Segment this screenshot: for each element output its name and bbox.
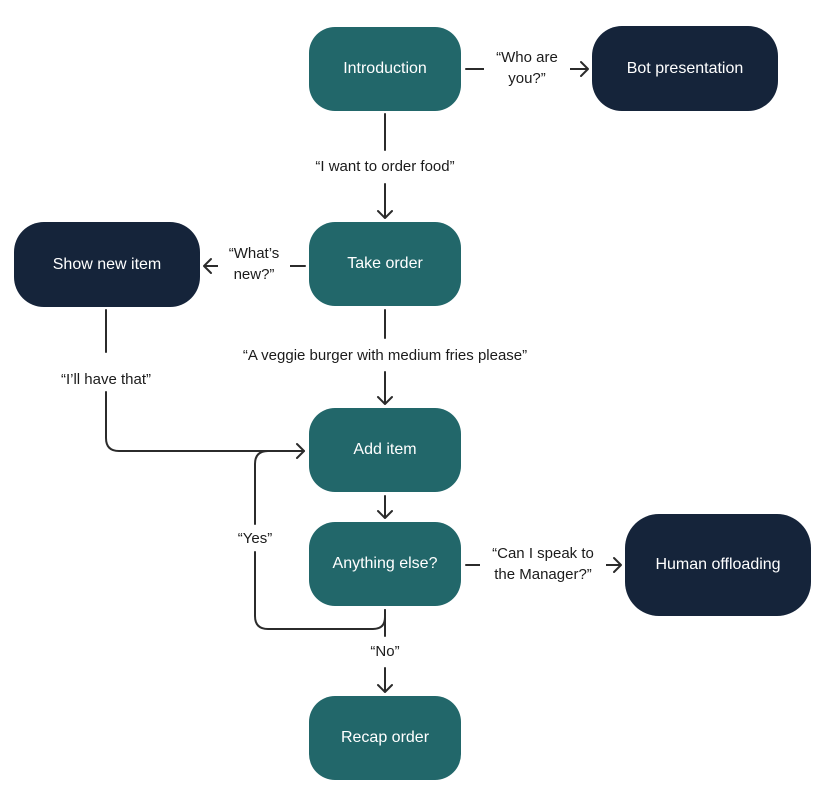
node-recap-order: Recap order <box>309 696 461 780</box>
edge-label-speak-manager: “Can I speak to the Manager?” <box>480 543 606 585</box>
node-take-order: Take order <box>309 222 461 306</box>
edge-intro-to-bot-arrow <box>569 61 589 77</box>
node-anything-else-label: Anything else? <box>332 555 438 572</box>
edge-add-item-to-anything-else <box>377 495 393 519</box>
node-show-new-item: Show new item <box>14 222 200 307</box>
node-anything-else: Anything else? <box>309 522 461 606</box>
edge-label-order-food: “I want to order food” <box>285 156 485 177</box>
edge-anything-else-to-human-arrow <box>605 557 622 573</box>
edge-show-new-to-add-item-arrow <box>105 391 305 459</box>
node-introduction: Introduction <box>309 27 461 111</box>
edge-anything-else-to-recap-arrow <box>377 667 393 693</box>
node-bot-presentation: Bot presentation <box>592 26 778 111</box>
node-human-offloading-label: Human offloading <box>655 556 781 573</box>
edge-label-veggie-burger: “A veggie burger with medium fries pleas… <box>215 345 555 366</box>
node-human-offloading: Human offloading <box>625 514 811 616</box>
node-take-order-label: Take order <box>347 255 423 272</box>
edge-label-ill-have-that: “I’ll have that” <box>44 369 168 390</box>
edge-take-order-to-show-new-arrow <box>203 258 219 274</box>
node-bot-presentation-label: Bot presentation <box>626 59 744 77</box>
node-show-new-item-label: Show new item <box>52 255 162 273</box>
edge-yes-loop-upper <box>254 450 305 525</box>
edge-label-who-are-you: “Who are you?” <box>484 47 570 89</box>
edge-intro-to-take-order-arrow <box>377 183 393 219</box>
node-introduction-label: Introduction <box>343 60 427 77</box>
node-add-item: Add item <box>309 408 461 492</box>
edge-label-no: “No” <box>357 641 413 662</box>
node-recap-order-label: Recap order <box>340 729 430 746</box>
edge-label-whats-new: “What’s new?” <box>218 243 290 285</box>
edge-label-yes: “Yes” <box>227 528 283 549</box>
node-add-item-label: Add item <box>353 441 417 458</box>
edge-take-order-to-add-item-arrow <box>377 371 393 405</box>
